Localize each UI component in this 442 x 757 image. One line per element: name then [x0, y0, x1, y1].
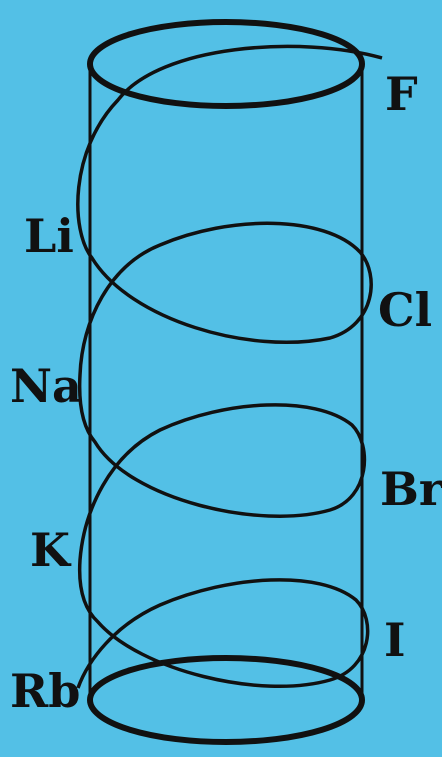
label-Rb: Rb: [10, 664, 80, 718]
label-K: K: [30, 523, 72, 577]
label-Cl: Cl: [378, 283, 432, 337]
label-Li: Li: [24, 209, 74, 263]
label-Br: Br: [380, 462, 442, 516]
cylinder-top-ellipse: [87, 19, 365, 109]
cylinder-bottom-ellipse: [87, 655, 365, 745]
label-I: I: [384, 613, 406, 667]
cylinder: [87, 19, 365, 745]
label-F: F: [385, 67, 418, 121]
label-Na: Na: [10, 359, 82, 413]
helix-spiral: [76, 44, 383, 689]
